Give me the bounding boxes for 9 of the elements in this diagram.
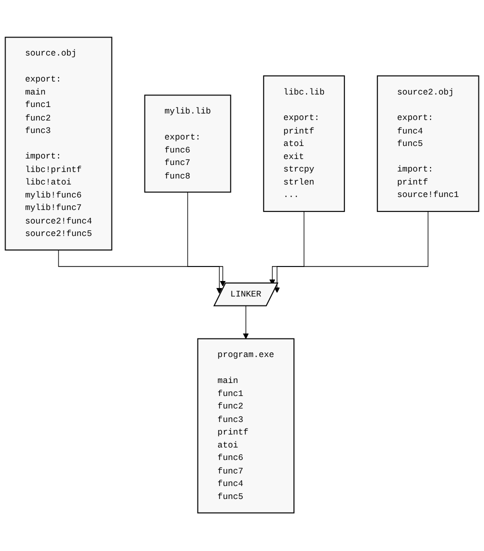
node-box: program.exe main func1 func2 func3 printf atoi func6 func7 func4 func5 xyxy=(197,338,294,514)
node-box: source2.obj export: func4 func5 import: printf source!func1 xyxy=(376,76,480,212)
arrow xyxy=(187,192,226,287)
arrow xyxy=(274,212,428,294)
arrow xyxy=(58,250,222,294)
node-box: libc.lib export: printf atoi exit strcpy strlen ... xyxy=(263,76,345,212)
node-box: source.obj export: main func1 func2 func3 import: libc!printf libc!atoi mylib!func6 mylib!func7 source2!func4 source2!func5 xyxy=(4,37,112,251)
node-box: mylib.lib export: func6 func7 func8 xyxy=(144,95,232,194)
arrow xyxy=(242,306,249,340)
